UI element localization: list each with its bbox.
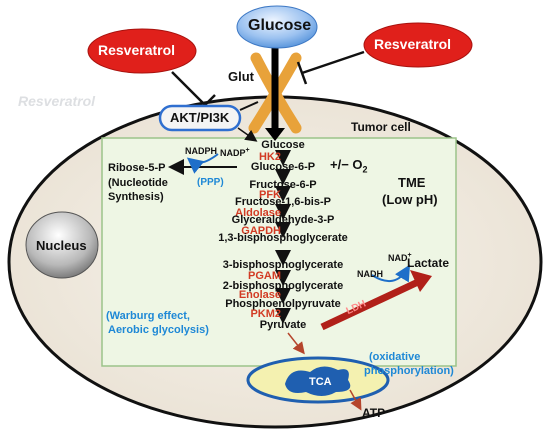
nucleus-label: Nucleus [36,238,87,253]
resveratrol-ghost-label: Resveratrol [18,93,96,109]
nadh-label: NADH [357,269,383,279]
glut-label: Glut [228,69,254,84]
pathway-enzyme: HK2 [258,151,281,163]
nadph-label: NADPH [185,146,218,156]
oxygen-prefix: +/− O [330,157,363,172]
akt-label: AKT/PI3K [170,110,230,125]
nadp-sup: + [245,147,250,154]
nadp-label: NADP+ [220,147,250,158]
pathway-metabolite: Fructose-6-P [249,179,317,191]
pathway-metabolite: Pyruvate [259,319,307,331]
nad-text: NAD [388,253,408,263]
pathway-metabolite: Phosphoenolpyruvate [225,298,341,310]
oxphos-label-1: (oxidative [369,351,421,363]
nucleus-shape [25,211,99,279]
pathway-metabolite: Glucose-6-P [250,161,316,173]
ldh-arrow [320,278,420,331]
tca-label: TCA [309,376,332,388]
ldh-arrowhead [410,270,432,292]
pathway-enzyme: Aldolase [235,207,281,219]
low-ph-label: (Low pH) [382,192,438,207]
pathway-metabolite: 3-bisphosphoglycerate [222,259,344,271]
pathway-metabolite: Fructose-1,6-bis-P [235,196,331,208]
atp-label: ATP [362,406,386,420]
nadh-cofactor-curve [371,264,411,283]
pathway-enzyme: GAPDH [241,225,281,237]
synthesis-label: Synthesis) [108,191,164,203]
akt-to-glucose-arrow [237,127,258,142]
akt-pi3k-node [158,104,242,132]
pathway-enzyme: PGAM [248,270,281,282]
pathway-enzyme: PKM2 [250,308,281,320]
glucose-node [236,5,318,49]
resveratrol-right-label: Resveratrol [374,36,452,52]
nad-label: NAD+ [388,252,412,263]
nad-sup: + [407,252,412,259]
glucose-top-label: Glucose [248,17,312,34]
atp-arrow [349,389,362,411]
resveratrol-right-node [363,22,473,68]
tumor-cell-label: Tumor cell [351,120,411,134]
tca-shape [285,366,351,396]
resveratrol-left-node [87,28,197,74]
pathway-metabolite: Glyceraldehyde-3-P [231,214,335,226]
nadp-cofactor-curve [186,153,219,174]
inhibition-bar [296,61,308,85]
resveratrol-akt-inhibition [171,71,206,106]
resveratrol-left-label: Resveratrol [98,42,176,58]
warburg-label-1: (Warburg effect, [106,310,190,322]
nadp-text: NADP [220,148,246,158]
pyruvate-to-tca-arrow [287,332,305,355]
oxygen-label: +/− O2 [330,158,368,175]
warburg-label-2: Aerobic glycolysis) [108,324,209,336]
resveratrol-glut-inhibition [301,50,365,75]
pathway-metabolite: 1,3-bisphosphoglycerate [218,232,348,244]
pathway-enzyme: PFK [259,189,281,201]
akt-glut-link [239,101,259,111]
nucleotide-label: (Nucleotide [108,177,168,189]
tme-label: TME [398,175,426,190]
pathway-metabolite: 2-bisphosphoglycerate [222,280,344,292]
ribose-label: Ribose-5-P [108,162,166,174]
lactate-label: Lactate [407,256,450,270]
ppp-label: (PPP) [197,177,224,188]
oxphos-label-2: phosphorylation) [364,365,454,377]
oxygen-subscript: 2 [362,164,368,175]
glucose-uptake-arrowhead [265,128,285,141]
pathway-metabolite: Glucose [261,139,305,151]
pathway-enzyme: Enolase [238,289,281,301]
